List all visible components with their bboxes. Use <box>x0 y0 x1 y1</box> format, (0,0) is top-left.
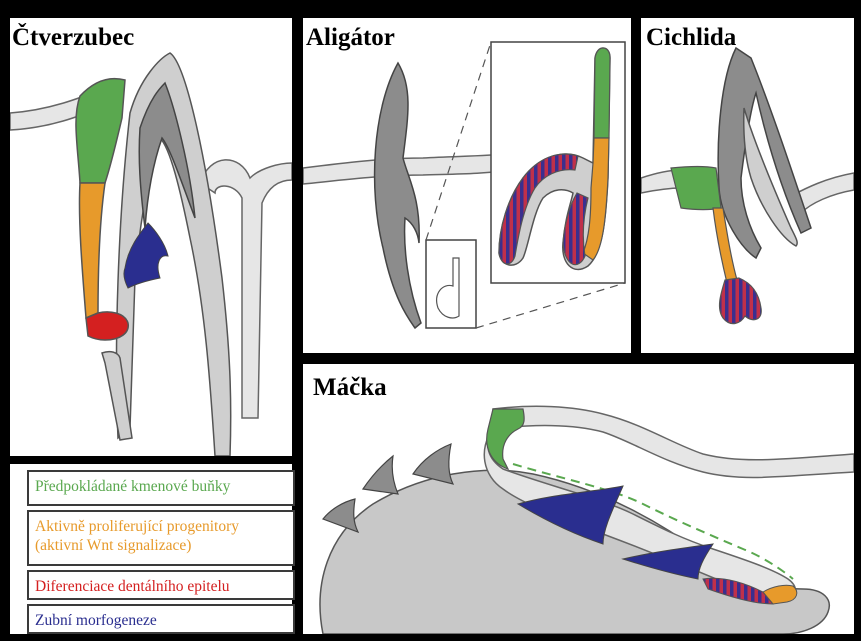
legend-item-stem: Předpokládané kmenové buňky <box>27 470 295 506</box>
panel-title-macka: Máčka <box>313 374 387 402</box>
legend-item-progenitor: Aktivně proliferující progenitory (aktiv… <box>27 510 295 566</box>
legend-label-morphogenesis: Zubní morfogeneze <box>35 612 157 629</box>
cichlida-diagram <box>641 18 854 353</box>
panel-macka: Máčka <box>303 364 854 634</box>
panel-title-aligator: Aligátor <box>306 24 395 52</box>
legend-label-progenitor: Aktivně proliferující progenitory (aktiv… <box>35 518 239 554</box>
aligator-diagram <box>303 18 631 353</box>
panel-cichlida: Cichlida <box>641 18 854 353</box>
legend-label-differentiation: Diferenciace dentálního epitelu <box>35 578 230 595</box>
macka-diagram <box>303 364 854 634</box>
ctverzubec-diagram <box>10 18 292 456</box>
legend-label-stem: Předpokládané kmenové buňky <box>35 478 230 495</box>
panel-title-ctverzubec: Čtverzubec <box>12 24 134 52</box>
panel-ctverzubec: Čtverzubec <box>10 18 292 456</box>
legend-area: Předpokládané kmenové buňky Aktivně prol… <box>10 464 292 634</box>
panel-aligator: Aligátor <box>303 18 631 353</box>
legend-item-differentiation: Diferenciace dentálního epitelu <box>27 570 295 600</box>
legend-item-morphogenesis: Zubní morfogeneze <box>27 604 295 634</box>
panel-title-cichlida: Cichlida <box>646 24 736 52</box>
